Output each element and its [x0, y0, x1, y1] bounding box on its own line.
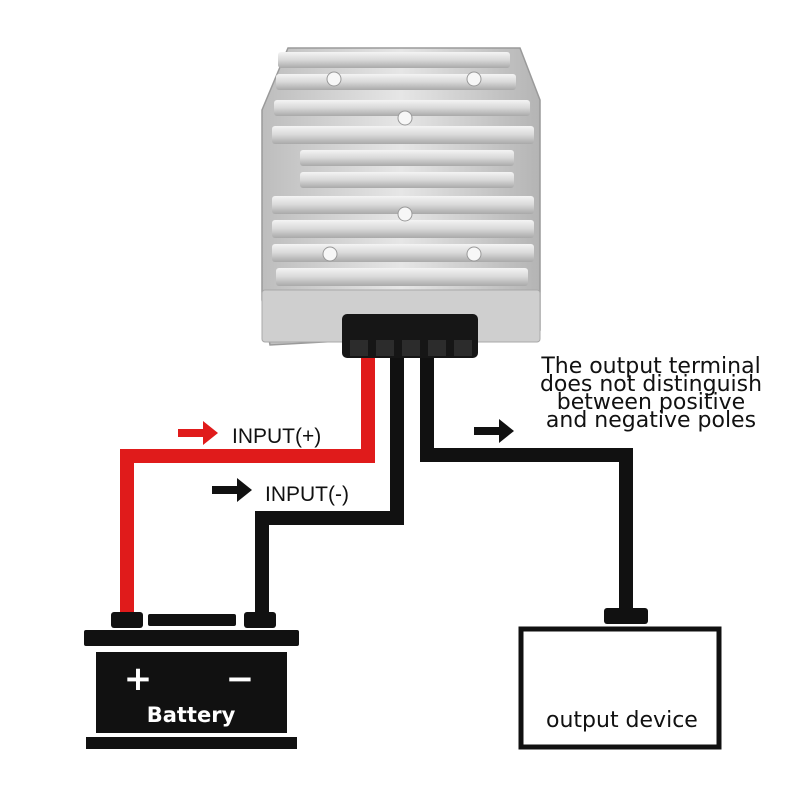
terminal-connector — [342, 314, 478, 358]
note-line-2: does not distinguish — [540, 372, 762, 397]
output-device-box — [518, 608, 722, 750]
input-negative-label: INPUT(-) — [265, 483, 349, 506]
output-polarity-note: The output terminal does not distinguish… — [540, 354, 762, 433]
arrow-right-icon — [178, 421, 218, 445]
arrow-right-icon — [212, 478, 252, 502]
dc-converter-icon — [261, 47, 541, 346]
battery-plus-symbol: + — [124, 659, 153, 699]
battery-label: Battery — [147, 703, 236, 727]
note-line-1: The output terminal — [540, 354, 760, 379]
note-line-3: between positive — [557, 390, 745, 415]
input-positive-label: INPUT(+) — [232, 425, 321, 448]
negative-input-wire — [255, 358, 404, 616]
battery-icon — [84, 612, 299, 749]
output-wire — [420, 358, 633, 616]
positive-input-wire — [120, 358, 375, 616]
note-line-4: and negative poles — [546, 408, 756, 433]
battery-minus-symbol: − — [226, 659, 255, 699]
output-device-label: output device — [546, 708, 698, 733]
arrow-right-icon — [474, 419, 514, 443]
